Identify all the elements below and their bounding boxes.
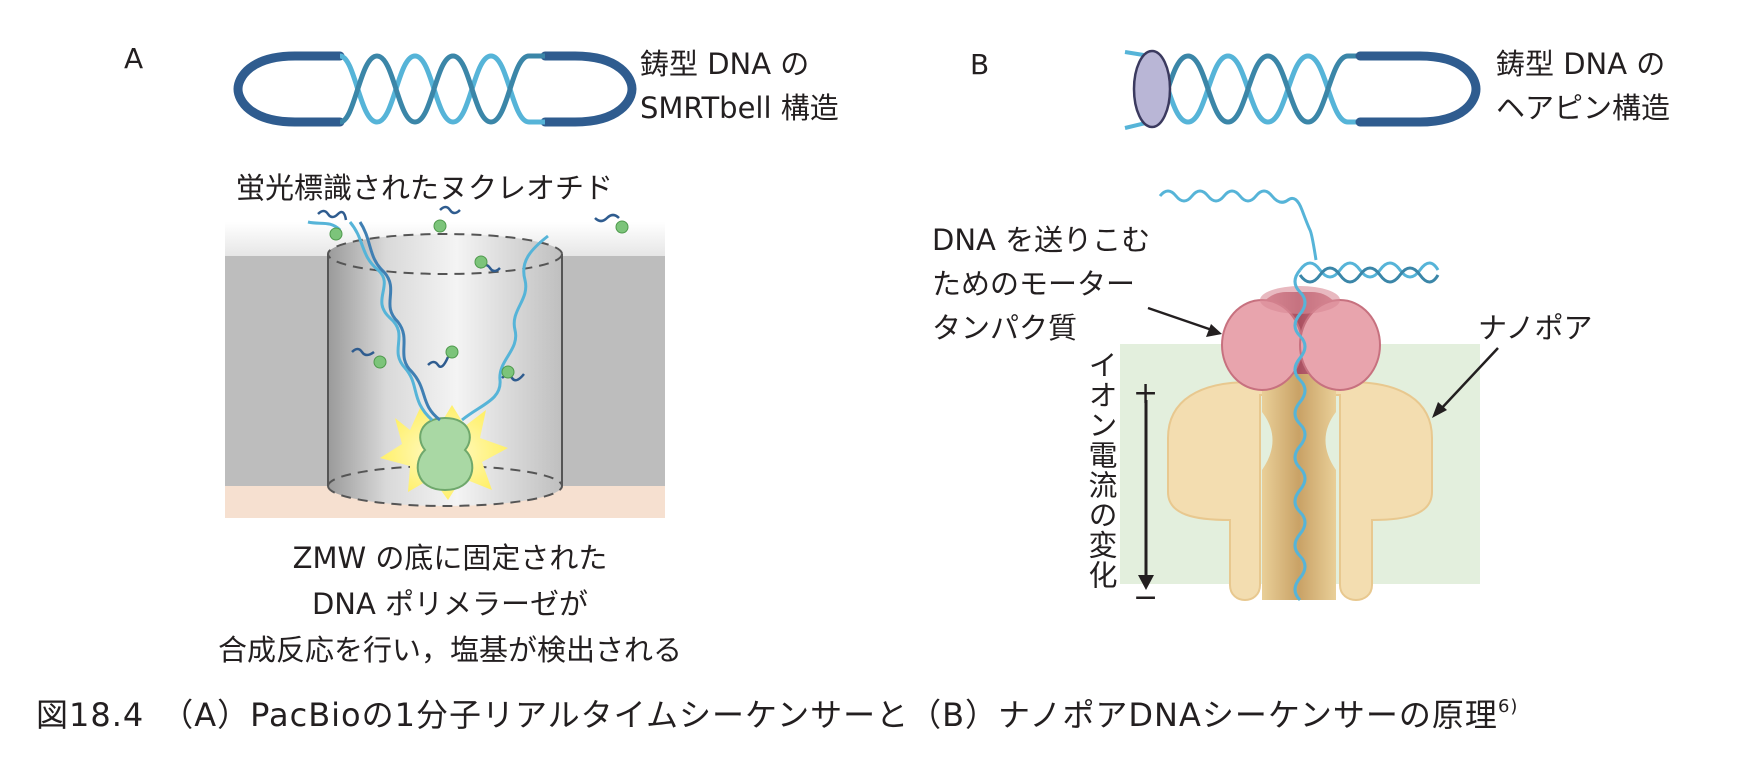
- motor-label-line1: DNA を送りこむ: [932, 223, 1151, 257]
- nanopore-body: [1167, 381, 1433, 601]
- zmw-description-line1: ZMW の底に固定された: [292, 541, 608, 575]
- zmw-dna-strands: [307, 220, 549, 422]
- nucleotide: [433, 205, 461, 233]
- nucleotide: [351, 347, 387, 369]
- smrtbell-right-loop: [540, 51, 637, 127]
- smrtbell-template: [233, 51, 637, 127]
- ion-current-axis: [1138, 400, 1154, 590]
- panel-a-letter: A: [124, 42, 144, 75]
- ion-current-axis-label: イオン電流の変化: [1084, 350, 1118, 590]
- nucleotide: [474, 255, 501, 273]
- smrtbell-label-line2: SMRTbell 構造: [640, 91, 839, 125]
- zmw-description-line3: 合成反応を行い，塩基が検出される: [217, 633, 682, 667]
- panel-b-letter: B: [970, 48, 990, 81]
- nanopore-pointer-arrow: [1432, 347, 1499, 418]
- hairpin-label-line1: 鋳型 DNA の: [1496, 47, 1666, 81]
- nucleotide: [317, 209, 348, 241]
- smrtbell-label-line1: 鋳型 DNA の: [640, 47, 810, 81]
- nanopore-channel: [1262, 370, 1336, 600]
- nanopore-label: ナノポア: [1478, 311, 1593, 345]
- motor-pointer-arrow: [1147, 306, 1222, 337]
- nucleotide-label: 蛍光標識されたヌクレオチド: [236, 171, 614, 205]
- smrtbell-helix-2: [339, 53, 545, 125]
- figure-caption-ref: 6): [1497, 696, 1519, 717]
- nanopore-dna: [1158, 189, 1440, 602]
- hairpin-label-line2: ヘアピン構造: [1496, 91, 1671, 125]
- smrtbell-left-loop: [233, 51, 345, 127]
- nanopore: [1167, 370, 1433, 601]
- smrtbell-helix-1: [339, 53, 545, 125]
- motor-protein-right-lobe: [1299, 299, 1381, 391]
- nucleotide: [501, 365, 525, 382]
- axis-plus-sign: +: [1133, 376, 1159, 411]
- hairpin-template: [1124, 49, 1481, 130]
- motor-protein: [1221, 286, 1381, 391]
- motor-label-line2: ためのモーター: [932, 267, 1136, 301]
- zmw-bottom-rim: [327, 485, 563, 507]
- axis-minus-sign: −: [1133, 580, 1159, 615]
- hairpin-adapter-oval: [1132, 49, 1172, 129]
- zmw-description-line2: DNA ポリメラーゼが: [311, 587, 589, 621]
- nucleotide: [427, 345, 459, 368]
- figure-caption-text: 図18.4 （A）PacBioの1分子リアルタイムシーケンサーと（B）ナノポアD…: [36, 696, 1498, 734]
- zmw-cylinder: [328, 234, 562, 506]
- motor-label-line3: タンパク質: [932, 311, 1078, 345]
- labeled-nucleotides: [317, 205, 629, 382]
- figure-caption: 図18.4 （A）PacBioの1分子リアルタイムシーケンサーと（B）ナノポアD…: [36, 690, 1518, 736]
- nucleotide: [594, 213, 629, 234]
- dna-polymerase: [416, 416, 474, 492]
